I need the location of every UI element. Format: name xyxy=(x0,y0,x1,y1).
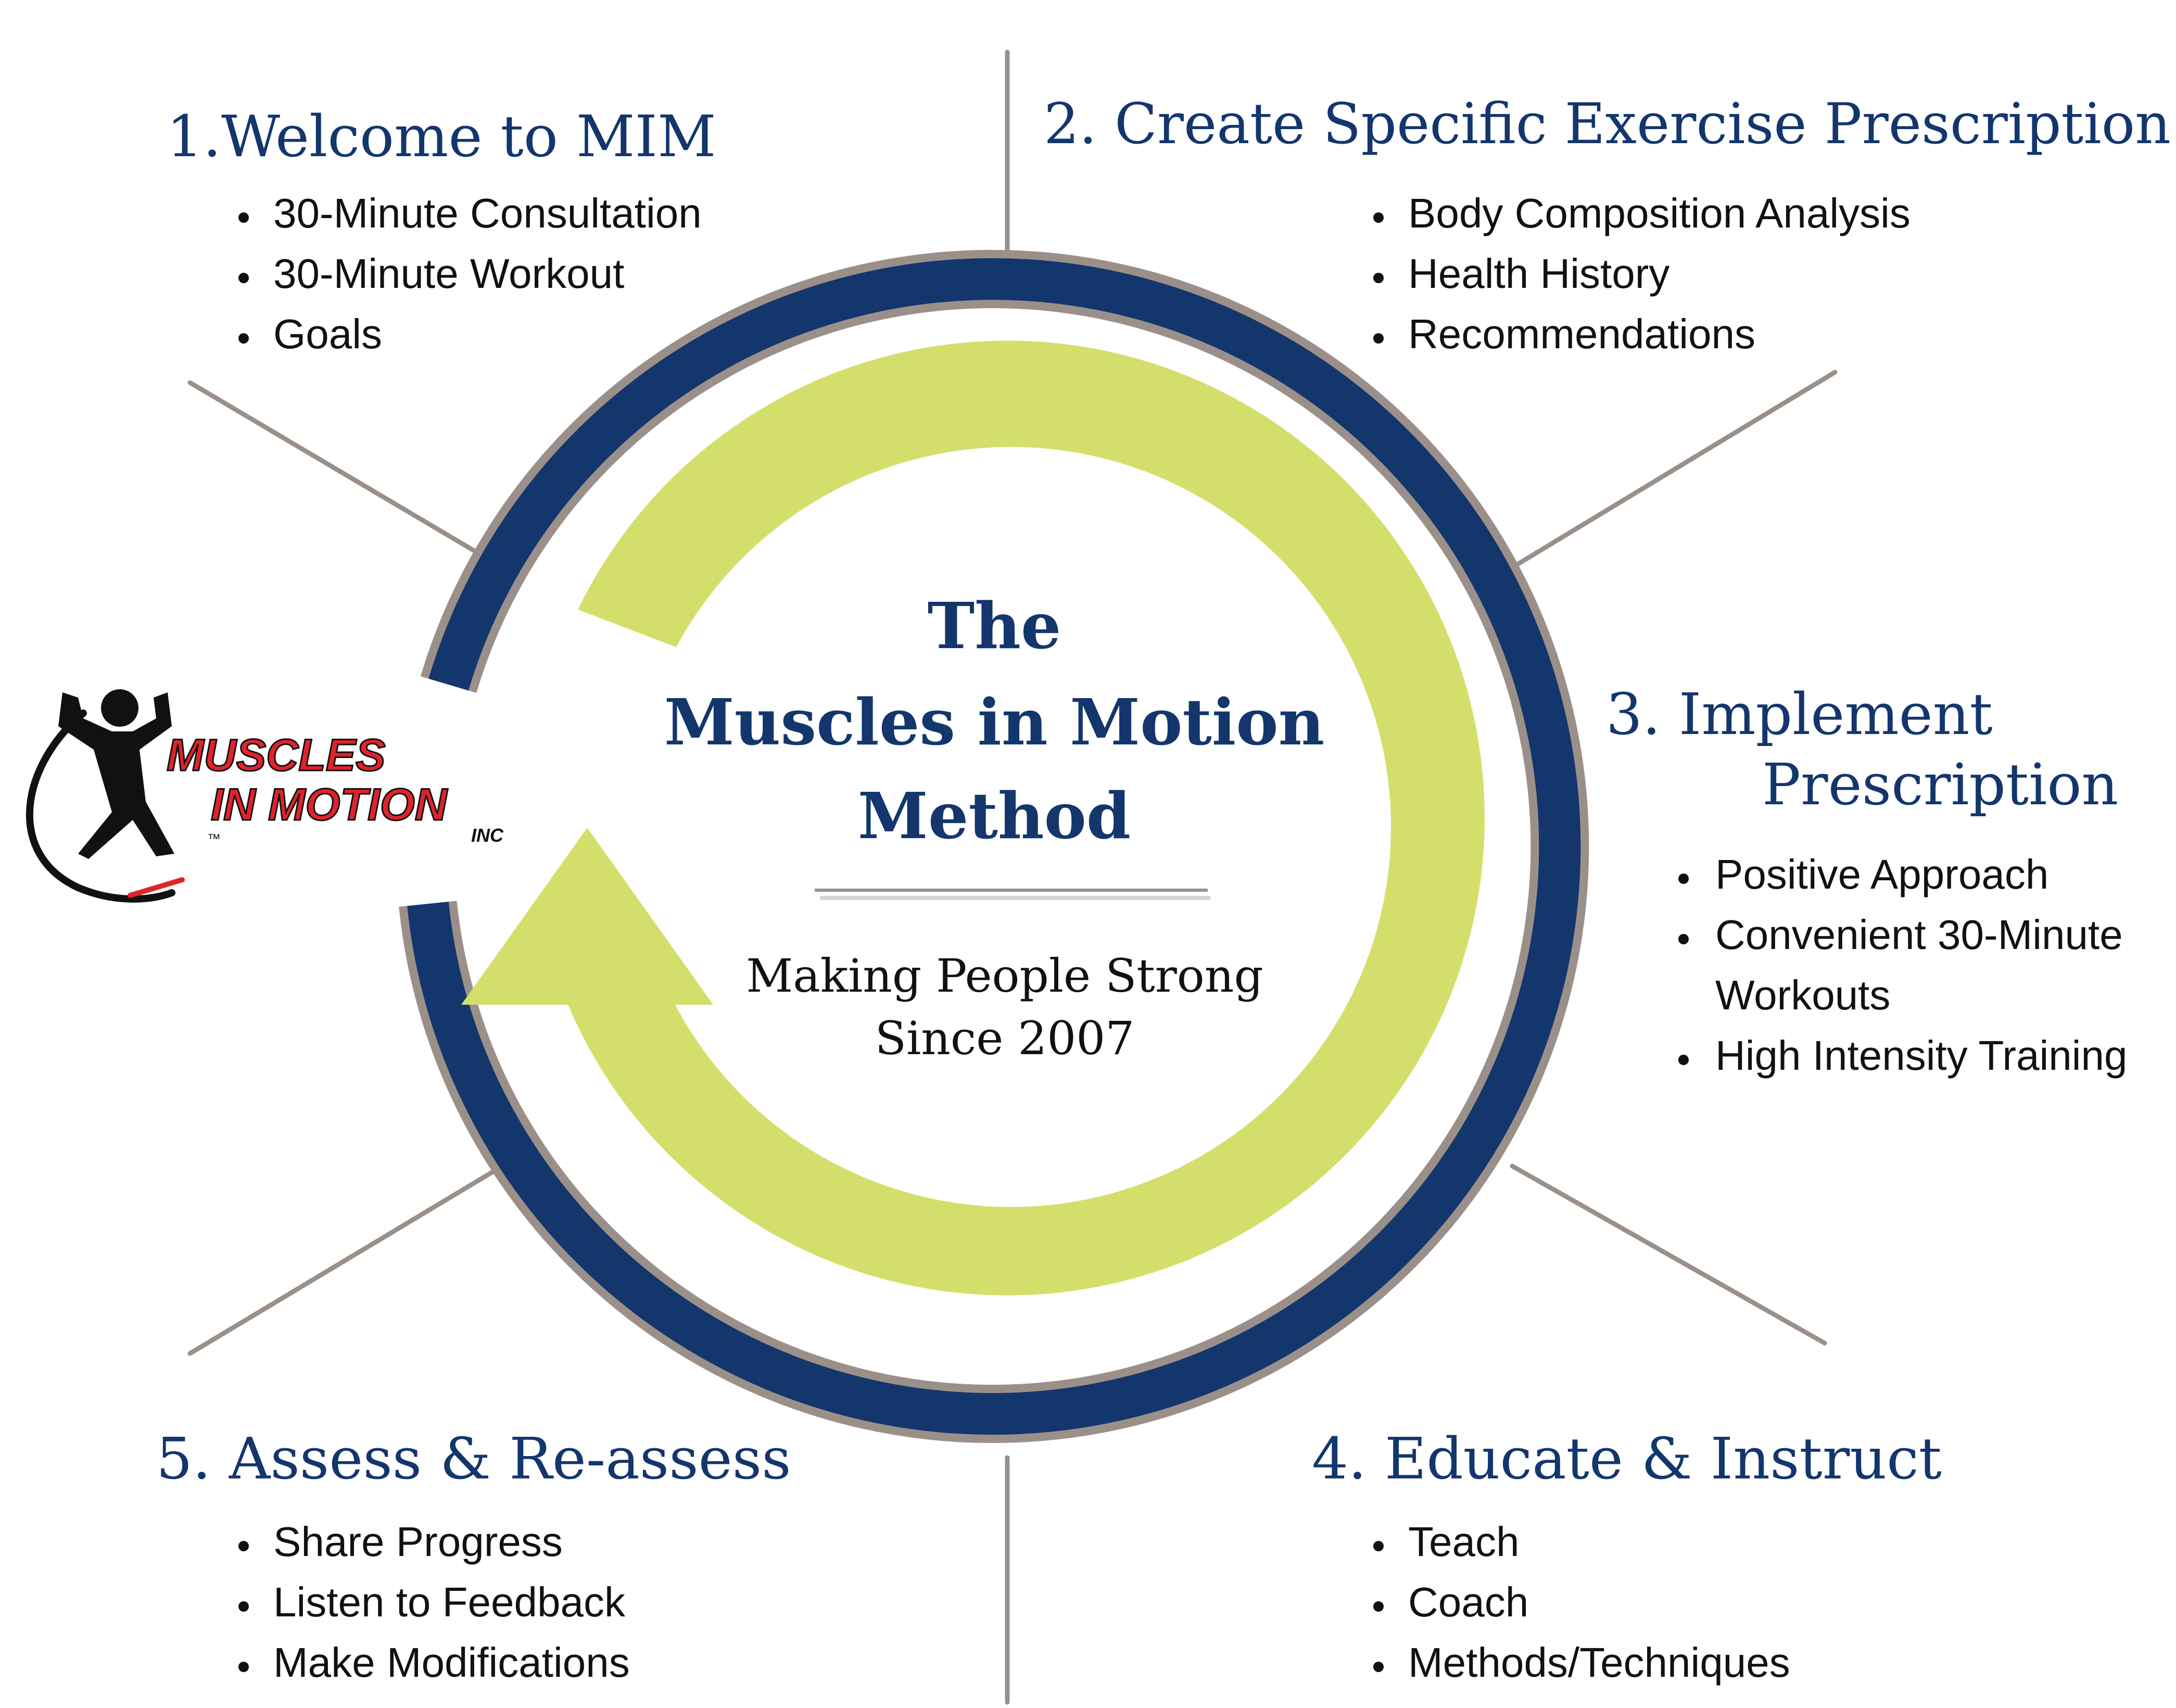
bullet-dot xyxy=(238,273,249,283)
bullet-dot xyxy=(238,1601,249,1612)
bullet-dot xyxy=(238,1662,249,1672)
logo-inc: INC xyxy=(471,825,504,846)
bullet-dot xyxy=(238,212,249,223)
bullet-dot xyxy=(1678,1055,1689,1065)
step-3-title-line2: Prescription xyxy=(1762,751,2118,818)
step-4-bullet-2: Coach xyxy=(1408,1579,1528,1625)
step-2: 2. Create Specific Exercise Prescription… xyxy=(1044,92,2171,357)
divider-line-lower-right xyxy=(1510,1163,1827,1346)
step-5: 5. Assess & Re-assess Share Progress Lis… xyxy=(156,1425,791,1686)
step-5-bullets: Share Progress Listen to Feedback Make M… xyxy=(238,1519,630,1686)
step-4-bullet-1: Teach xyxy=(1408,1519,1519,1565)
divider-line-upper-left xyxy=(187,380,505,570)
step-5-title: 5. Assess & Re-assess xyxy=(156,1425,791,1492)
step-3-bullet-2: Convenient 30-Minute xyxy=(1715,912,2123,958)
logo-swoosh-red xyxy=(128,877,185,898)
step-3-bullets: Positive Approach Convenient 30-Minute W… xyxy=(1678,851,2128,1079)
step-1-bullet-3: Goals xyxy=(273,311,382,357)
company-logo: MUSCLES IN MOTION INC ™ xyxy=(26,689,504,903)
divider-lines xyxy=(187,49,1838,1705)
step-5-bullet-3: Make Modifications xyxy=(273,1639,630,1686)
step-3-bullet-1: Positive Approach xyxy=(1715,851,2048,897)
step-4-bullet-3: Methods/Techniques xyxy=(1408,1639,1790,1686)
step-3-title-line1: 3. Implement xyxy=(1606,681,1993,748)
step-1-bullet-2: 30-Minute Workout xyxy=(273,250,624,297)
logo-figure-icon xyxy=(58,689,174,859)
center-tagline-line2: Since 2007 xyxy=(875,1011,1134,1065)
step-4-title: 4. Educate & Instruct xyxy=(1312,1425,1942,1492)
bullet-dot xyxy=(238,1541,249,1551)
step-3-bullet-3: High Intensity Training xyxy=(1715,1032,2128,1079)
step-2-bullets: Body Composition Analysis Health History… xyxy=(1373,190,1911,357)
step-2-title: 2. Create Specific Exercise Prescription xyxy=(1044,92,2171,157)
bullet-dot xyxy=(1678,934,1689,944)
logo-line1: MUSCLES xyxy=(167,730,385,780)
step-4: 4. Educate & Instruct Teach Coach Method… xyxy=(1312,1425,1942,1686)
center-tagline-line1: Making People Strong xyxy=(746,949,1263,1003)
step-5-bullet-1: Share Progress xyxy=(273,1519,563,1565)
step-2-bullet-3: Recommendations xyxy=(1408,311,1755,357)
step-5-bullet-2: Listen to Feedback xyxy=(273,1579,626,1625)
bullet-dot xyxy=(1373,1601,1384,1612)
center-title-line1: The xyxy=(927,588,1061,663)
step-1-bullet-1: 30-Minute Consultation xyxy=(273,190,702,236)
logo-tm: ™ xyxy=(207,831,221,846)
step-4-bullets: Teach Coach Methods/Techniques xyxy=(1373,1519,1790,1686)
bullet-dot xyxy=(1373,1662,1384,1672)
bullet-dot xyxy=(1373,212,1384,223)
divider-line-lower-left xyxy=(187,1163,505,1356)
step-3: 3. Implement Prescription Positive Appro… xyxy=(1606,681,2128,1079)
step-2-bullet-2: Health History xyxy=(1408,250,1669,297)
step-3-bullet-2-cont: Workouts xyxy=(1715,972,1890,1018)
divider-line-upper-right xyxy=(1510,370,1838,570)
bullet-dot xyxy=(1678,874,1689,884)
step-1-bullets: 30-Minute Consultation 30-Minute Workout… xyxy=(238,190,702,357)
logo-line2: IN MOTION xyxy=(211,780,448,830)
step-2-bullet-1: Body Composition Analysis xyxy=(1408,190,1911,236)
outer-ring xyxy=(399,250,1589,1444)
outer-ring-navy-band xyxy=(407,258,1581,1435)
bullet-dot xyxy=(1373,1541,1384,1551)
center-title-line3: Method xyxy=(858,778,1131,853)
logo-swoosh xyxy=(26,710,175,903)
bullet-dot xyxy=(1373,273,1384,283)
step-1-title: 1.Welcome to MIM xyxy=(167,103,716,170)
center-block: The Muscles in Motion Method Making Peop… xyxy=(664,588,1325,1065)
bullet-dot xyxy=(1373,333,1384,344)
center-title-line2: Muscles in Motion xyxy=(664,685,1325,760)
step-1: 1.Welcome to MIM 30-Minute Consultation … xyxy=(167,103,716,357)
bullet-dot xyxy=(238,333,249,344)
cycle-arrow-head xyxy=(461,828,713,1005)
cycle-arrow xyxy=(461,340,1485,1296)
